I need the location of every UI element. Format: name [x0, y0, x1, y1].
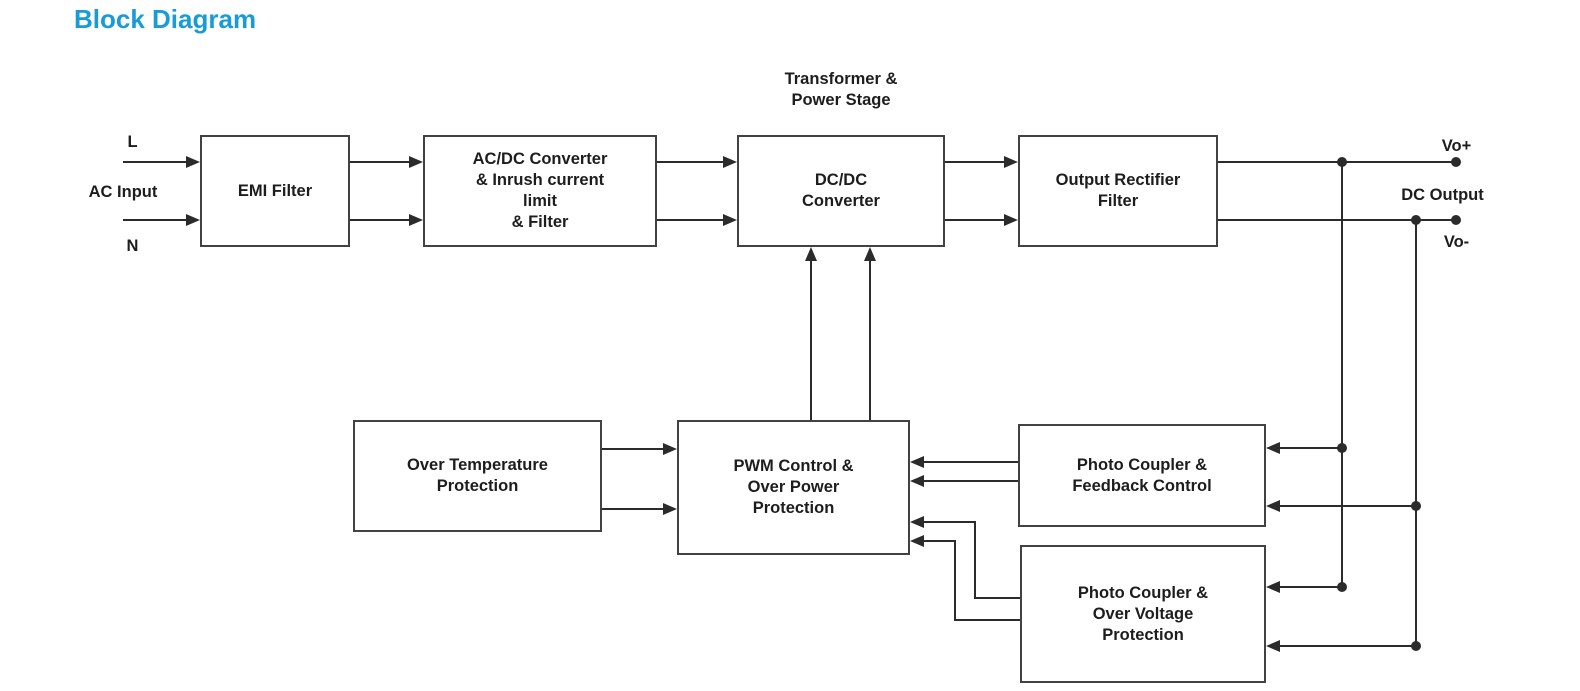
- label-line-n: N: [126, 237, 139, 255]
- arrow-acdc-to-dcdc-top: [657, 156, 737, 168]
- label-dc-output: DC Output: [1401, 186, 1484, 204]
- arrow-emi-to-acdc-top: [350, 156, 423, 168]
- arrow-feedback-to-pwm-top: [910, 456, 1018, 468]
- arrow-vo-plus-to-ovp: [1266, 581, 1347, 593]
- arrow-acdc-to-dcdc-bottom: [657, 214, 737, 226]
- arrow-ovp-to-pwm-top: [910, 516, 1020, 599]
- block-photo-coupler-feedback: Photo Coupler & Feedback Control: [1018, 424, 1266, 527]
- line-vo-minus-output: [1218, 215, 1461, 225]
- page-title: Block Diagram: [74, 4, 257, 34]
- arrow-vo-plus-to-feedback-control: [1266, 442, 1347, 454]
- block-pwm-control: PWM Control & Over Power Protection: [677, 420, 910, 555]
- arrow-vo-minus-to-ovp: [1266, 640, 1421, 652]
- label-line-l: L: [127, 133, 138, 151]
- block-dcdc-converter: DC/DC Converter: [737, 135, 945, 247]
- arrow-dcdc-to-rectifier-bottom: [945, 214, 1018, 226]
- arrow-ac-neutral-input: [123, 214, 200, 226]
- block-over-temperature-protection: Over Temperature Protection: [353, 420, 602, 532]
- arrow-pwm-to-dcdc-right: [864, 247, 876, 420]
- arrow-otp-to-pwm-bottom: [602, 503, 677, 515]
- label-transformer-power-stage: Transformer & Power Stage: [784, 70, 898, 109]
- label-vo-plus: Vo+: [1441, 137, 1472, 155]
- label-ac-input: AC Input: [88, 183, 158, 201]
- label-vo-minus: Vo-: [1443, 233, 1470, 251]
- arrow-pwm-to-dcdc-left: [805, 247, 817, 420]
- terminal-dot-vo-plus: [1451, 157, 1461, 167]
- arrow-ovp-to-pwm-bottom: [910, 535, 1020, 621]
- line-vo-plus-output: [1218, 157, 1461, 167]
- arrow-emi-to-acdc-bottom: [350, 214, 423, 226]
- arrow-feedback-to-pwm-bottom: [910, 475, 1018, 487]
- block-emi-filter: EMI Filter: [200, 135, 350, 247]
- block-acdc-converter: AC/DC Converter & Inrush current limit &…: [423, 135, 657, 247]
- arrow-vo-minus-to-feedback-control: [1266, 500, 1421, 512]
- arrow-otp-to-pwm-top: [602, 443, 677, 455]
- arrow-dcdc-to-rectifier-top: [945, 156, 1018, 168]
- terminal-dot-vo-minus: [1451, 215, 1461, 225]
- block-photo-coupler-ovp: Photo Coupler & Over Voltage Protection: [1020, 545, 1266, 683]
- block-output-rectifier-filter: Output Rectifier Filter: [1018, 135, 1218, 247]
- arrow-ac-live-input: [123, 156, 200, 168]
